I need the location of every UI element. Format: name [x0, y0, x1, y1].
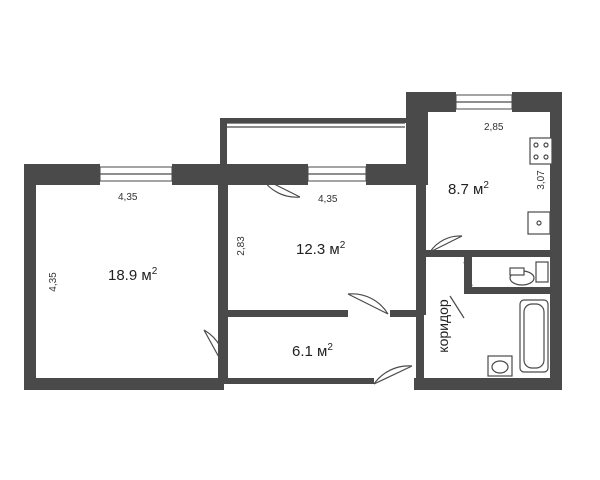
area-middle-room: 12.3 м2	[296, 240, 346, 258]
dim-middle-room-width: 4,35	[318, 194, 338, 205]
interior-walls	[218, 185, 550, 378]
balcony	[220, 118, 408, 164]
dim-left-room-height: 4,35	[48, 272, 59, 292]
door-entrance	[373, 365, 413, 385]
doors	[203, 177, 473, 385]
door-middle-room-balcony	[261, 177, 301, 198]
kitchen-stove	[529, 137, 553, 165]
area-kitchen: 8.7 м2	[448, 180, 489, 198]
door-middle-room	[347, 293, 389, 315]
dim-kitchen-width: 2,85	[484, 122, 504, 133]
toilet-icon	[509, 261, 549, 286]
dim-kitchen-height: 3,07	[536, 170, 547, 190]
area-hall: 6.1 м2	[292, 342, 333, 360]
dimensions: 4,35 4,35 4,35 2,83 2,85 3,07	[48, 122, 547, 292]
kitchen-sink	[527, 211, 551, 235]
door-toilet	[463, 261, 473, 287]
exterior-walls	[24, 92, 562, 390]
room-areas: 18.9 м2 12.3 м2 8.7 м2 6.1 м2	[108, 180, 489, 360]
dim-middle-room-height: 2,83	[236, 236, 247, 256]
corridor-label: коридор	[435, 299, 451, 353]
door-hall-left	[203, 329, 227, 371]
door-bathroom	[449, 295, 465, 319]
windows	[99, 94, 513, 182]
dim-left-room-width: 4,35	[118, 192, 138, 203]
washbasin-icon	[487, 355, 513, 377]
bathtub-icon	[519, 299, 549, 373]
door-kitchen	[429, 235, 463, 253]
area-left-room: 18.9 м2	[108, 266, 158, 284]
